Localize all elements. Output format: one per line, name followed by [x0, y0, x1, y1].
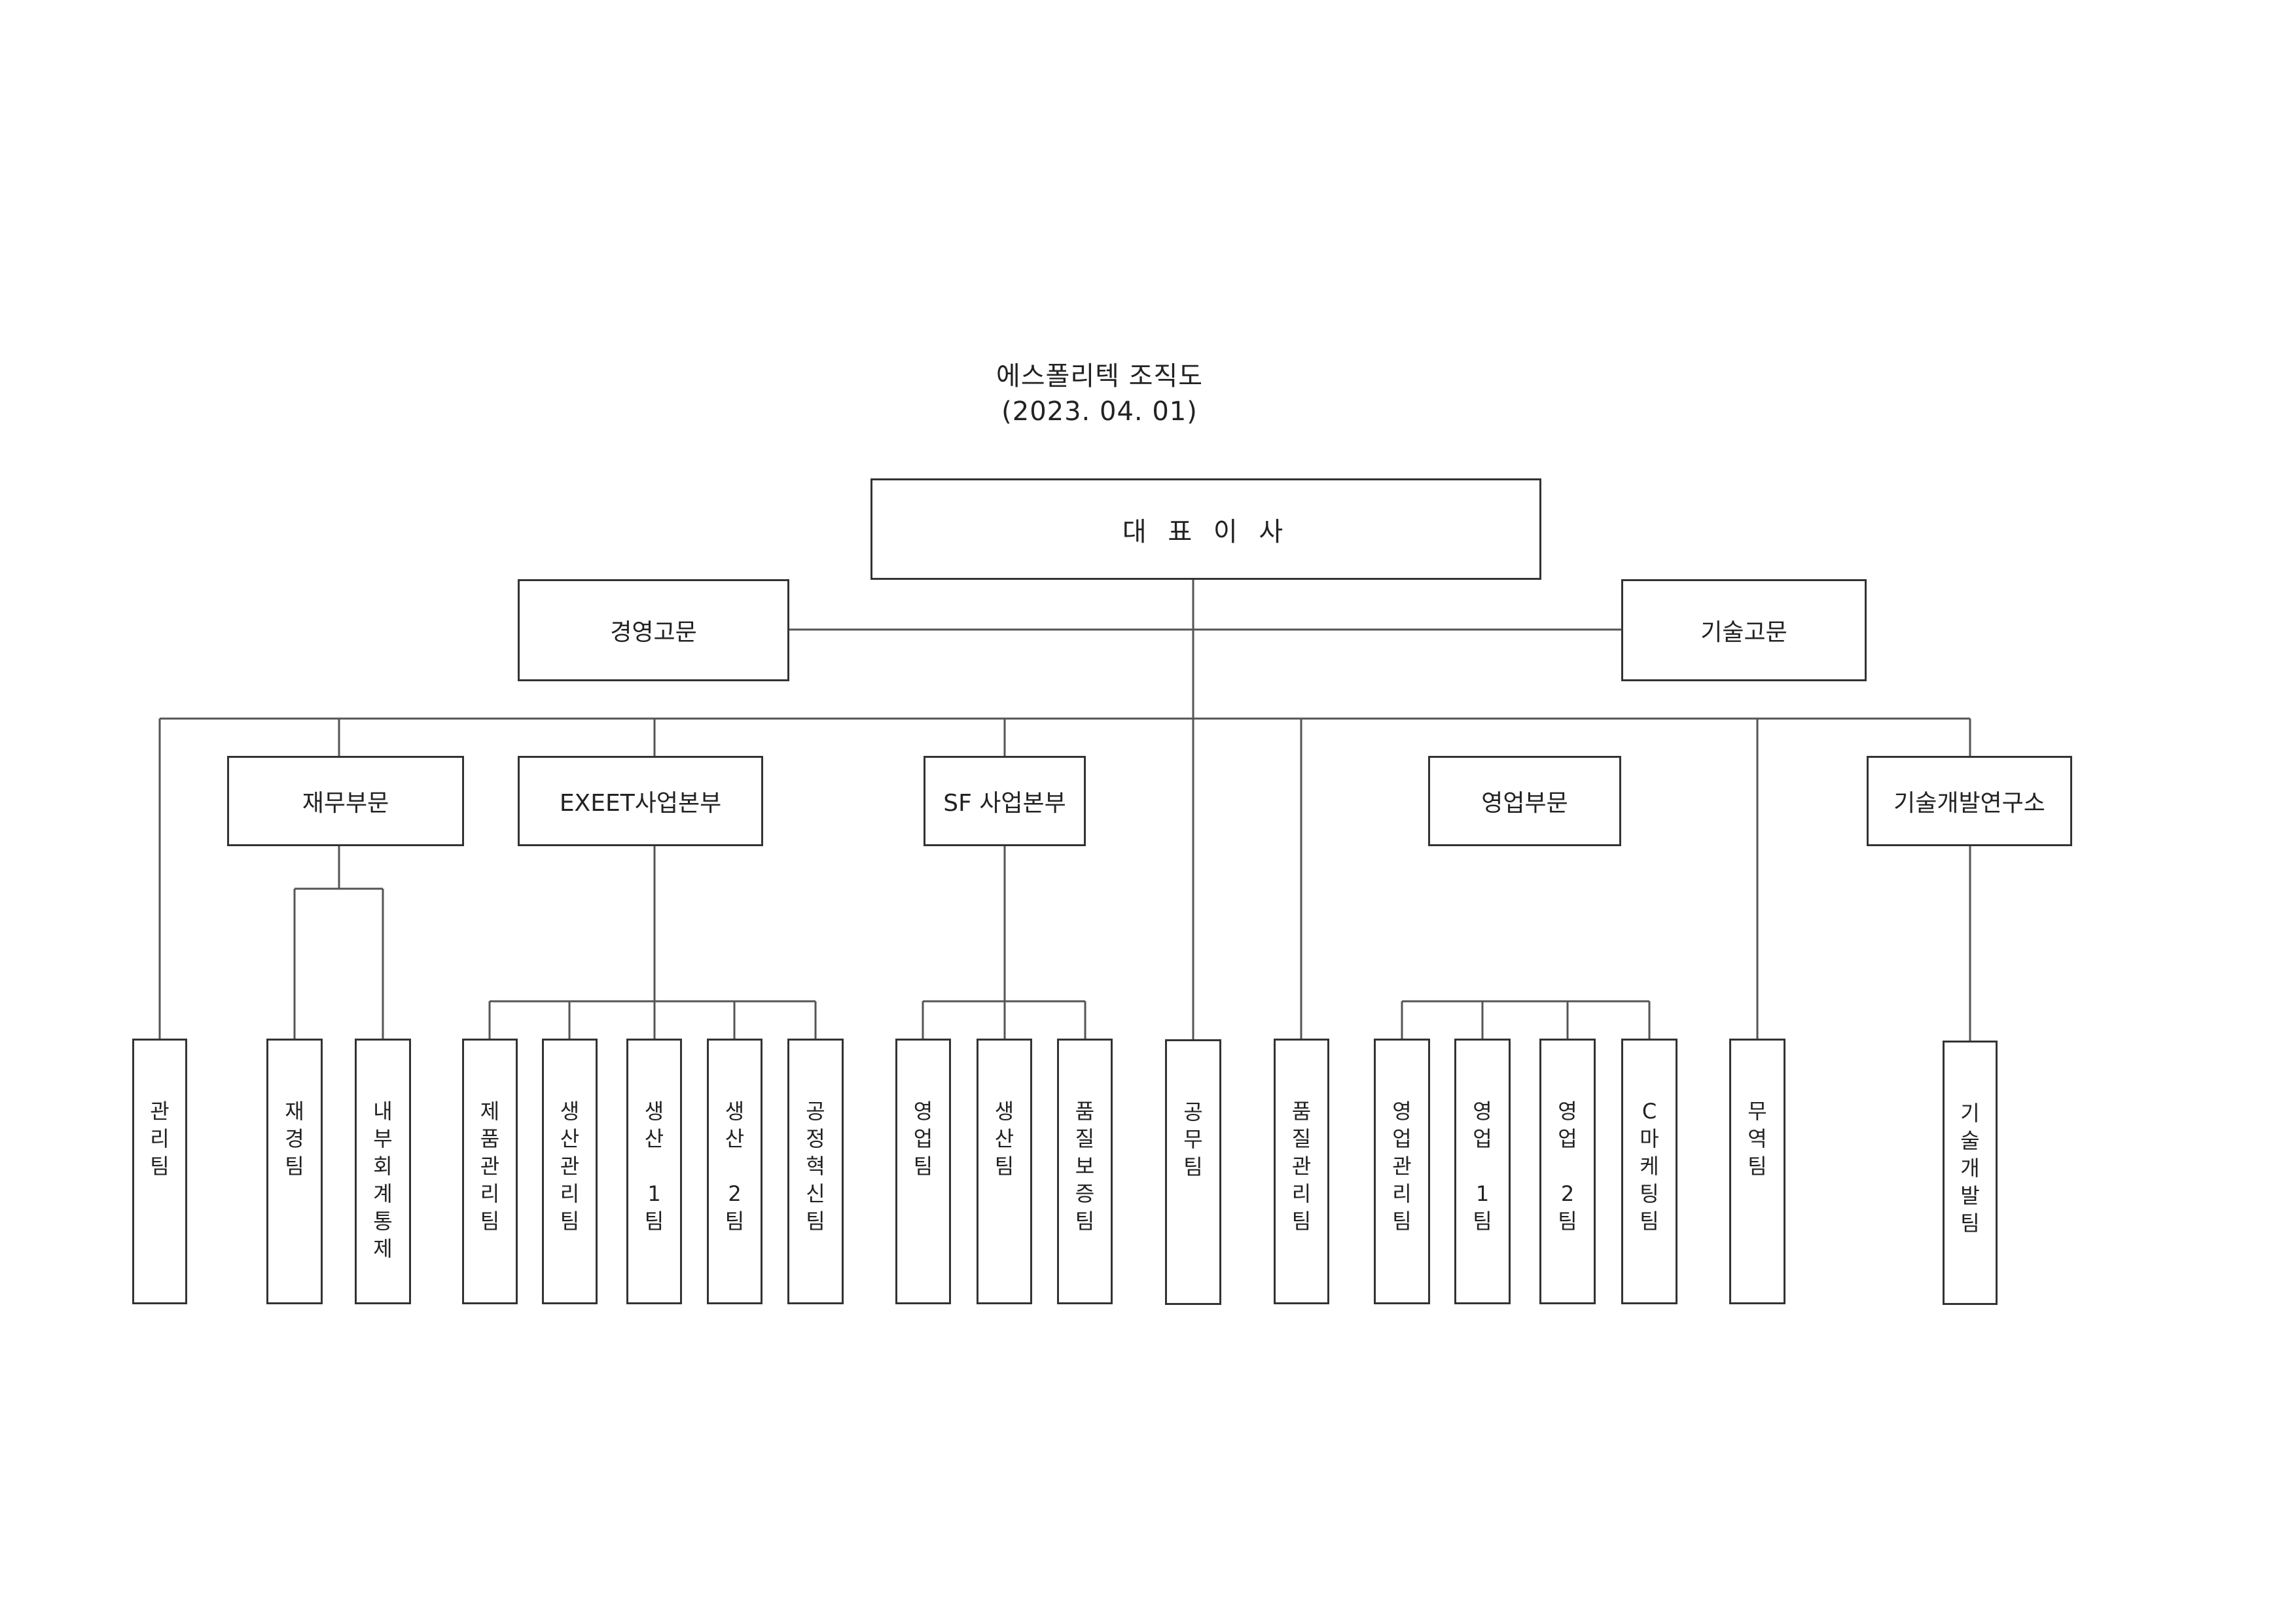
- rnd-division-box: 기술개발연구소: [1867, 756, 2072, 846]
- management-advisor-box: 경영고문: [518, 579, 789, 681]
- chart-date: (2023. 04. 01): [1001, 397, 1198, 427]
- chart-title-block: 에스폴리텍 조직도 (2023. 04. 01): [903, 359, 1296, 429]
- chart-title: 에스폴리텍 조직도: [996, 361, 1204, 391]
- sales-division-box: 영업부문: [1428, 756, 1621, 846]
- finance-division-box: 재무부문: [227, 756, 464, 846]
- ceo-box: 대 표 이 사: [870, 478, 1541, 580]
- exeet-division-box: EXEET사업본부: [518, 756, 763, 846]
- technical-advisor-box: 기술고문: [1621, 579, 1867, 681]
- sf-division-box: SF 사업본부: [924, 756, 1086, 846]
